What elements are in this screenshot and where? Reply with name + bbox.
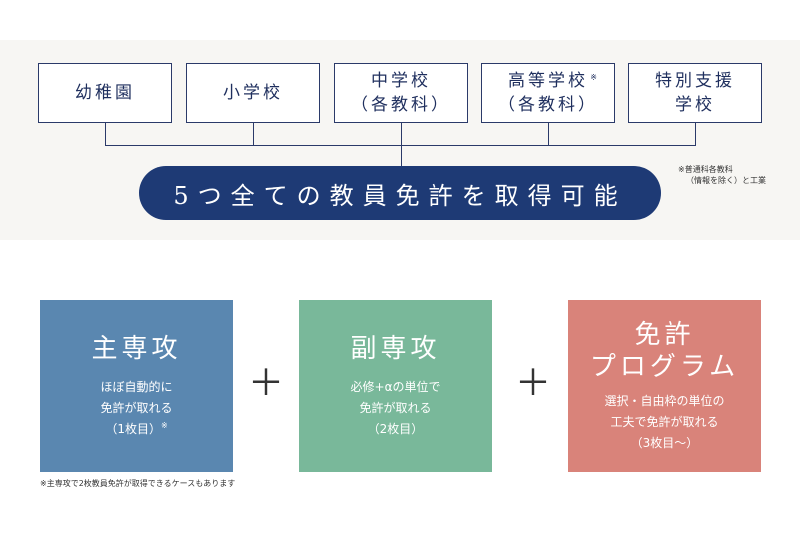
connector-stub: [695, 123, 696, 145]
card-note-mark: ※: [160, 420, 168, 430]
pill-note-line: （情報を除く）と工業: [686, 176, 766, 185]
card-desc: 必修+αの単位で 免許が取れる （2枚目）: [351, 377, 441, 440]
plus-sign: ＋: [515, 363, 552, 404]
school-box-elementary: 小学校: [186, 63, 320, 123]
main-label: 5つ全ての教員免許を取得可能: [173, 181, 627, 210]
card-desc-line: 選択・自由枠の単位の: [604, 393, 725, 408]
school-label: 特別支援: [655, 71, 735, 91]
school-sublabel: 学校: [675, 95, 715, 115]
card-desc-line-wrap: （1枚目）※: [100, 419, 172, 440]
card-desc: 選択・自由枠の単位の 工夫で免許が取れる （3枚目〜）: [604, 391, 724, 454]
connector-stub: [105, 123, 106, 145]
connector-stub: [401, 123, 402, 145]
card-desc-line: （1枚目）: [105, 421, 161, 436]
school-sublabel: （各教科）: [498, 95, 598, 115]
card-major: 主専攻 ほぼ自動的に 免許が取れる （1枚目）※: [40, 300, 233, 472]
card-desc-line: ほぼ自動的に: [100, 379, 173, 394]
card-desc-line: （2枚目）: [367, 421, 424, 436]
card-title: 主専攻: [91, 333, 182, 364]
card-title-line: プログラム: [589, 351, 740, 382]
card-desc-line: 免許が取れる: [100, 400, 173, 415]
school-label: 小学校: [223, 83, 283, 103]
card-title-line: 免許: [634, 319, 695, 350]
card-title: 免許 プログラム: [590, 319, 739, 383]
pill-note-line: ※普通科各教科: [678, 165, 733, 174]
main-label-pill: 5つ全ての教員免許を取得可能: [139, 166, 661, 220]
plus-sign: ＋: [248, 363, 285, 404]
school-sublabel: （各教科）: [351, 95, 451, 115]
school-label: 幼稚園: [75, 83, 135, 103]
connector-stub: [253, 123, 254, 145]
school-note-mark: ※: [590, 73, 597, 82]
school-box-junior-high: 中学校 （各教科）: [334, 63, 468, 123]
card-desc-line: 必修+αの単位で: [350, 379, 441, 394]
connector-bar: [105, 145, 696, 146]
school-label: 高等学校: [508, 71, 588, 91]
card-minor: 副専攻 必修+αの単位で 免許が取れる （2枚目）: [299, 300, 492, 472]
card-title: 副専攻: [350, 333, 441, 364]
school-label: 中学校: [371, 71, 431, 91]
school-box-special-support: 特別支援 学校: [628, 63, 762, 123]
connector-drop: [401, 145, 402, 166]
card-license-program: 免許 プログラム 選択・自由枠の単位の 工夫で免許が取れる （3枚目〜）: [568, 300, 761, 472]
card-desc-line: 工夫で免許が取れる: [610, 414, 719, 429]
card-desc: ほぼ自動的に 免許が取れる （1枚目）※: [100, 377, 172, 440]
school-box-kindergarten: 幼稚園: [38, 63, 172, 123]
footnote: ※主専攻で2枚教員免許が取得できるケースもあります: [40, 479, 236, 488]
school-box-high-school: 高等学校※ （各教科）: [481, 63, 615, 123]
pill-note: ※普通科各教科 （情報を除く）と工業: [678, 164, 766, 186]
card-desc-line: （3枚目〜）: [630, 435, 699, 450]
connector-stub: [548, 123, 549, 145]
school-label-wrap: 高等学校※: [508, 69, 597, 93]
card-desc-line: 免許が取れる: [359, 400, 432, 415]
